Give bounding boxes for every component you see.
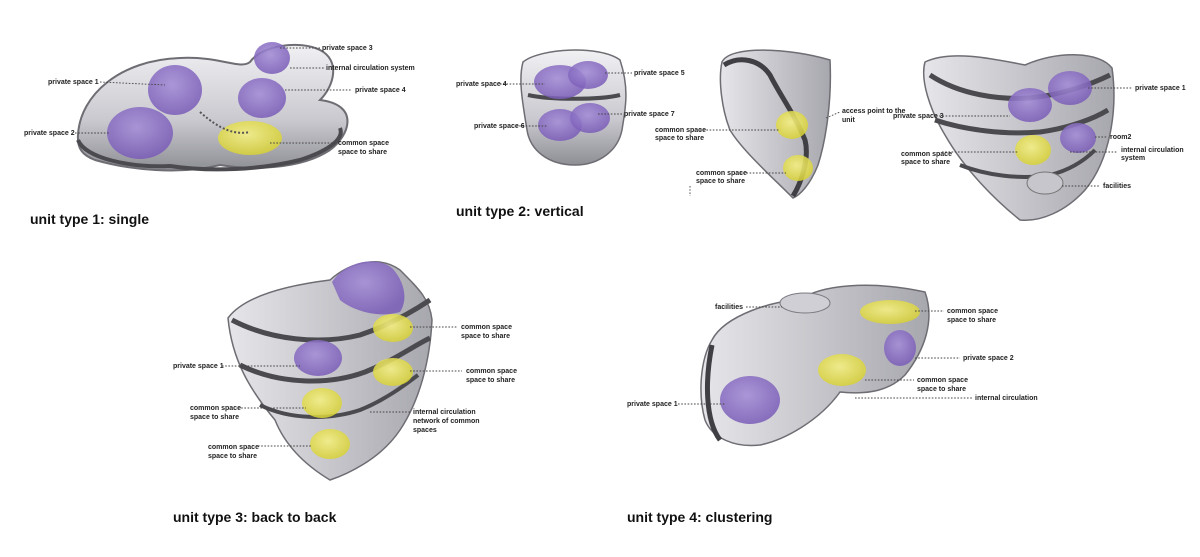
unit2c-private-3-volume: [1008, 88, 1052, 122]
unit4-facilities-volume: [779, 292, 831, 314]
unit4-private-2-volume: [884, 330, 916, 366]
label-private-space-3-2c: private space 3: [893, 113, 944, 120]
label-space-to-share-3b: space to share: [466, 377, 515, 384]
unit1-private-2-volume: [107, 107, 173, 159]
unit2c-slab-2: [934, 107, 1110, 136]
unit2c-labels: private space 1 private space 3 room2 co…: [893, 85, 1186, 190]
label-common-space: common space: [338, 140, 389, 147]
title-unit-type-2: unit type 2: vertical: [456, 203, 584, 219]
unit4-cut-edge: [705, 344, 723, 442]
label-private-space-6: private space 6: [474, 123, 525, 130]
label-network-of-common-3: network of common: [413, 418, 480, 425]
unit2a-private-7-volume: [570, 103, 610, 133]
unit2a-private-5-volume: [568, 61, 608, 89]
unit2c-common-volume: [1015, 135, 1051, 165]
unit3-roof-purple: [332, 261, 405, 315]
unit1-base-edge: [76, 127, 343, 172]
label-common-space-2b1: common space: [655, 127, 706, 134]
label-space-to-share-2b1: space to share: [655, 135, 704, 142]
unit3-common-1-volume: [373, 314, 413, 342]
label-private-space-5: private space 5: [634, 70, 685, 77]
unit2b-model: [719, 49, 832, 199]
title-unit-type-3: unit type 3: back to back: [173, 509, 337, 525]
label-common-space-3d: common space: [208, 444, 259, 451]
unit3-labels: common space space to share common space…: [173, 324, 517, 460]
label-access-point: access point to the: [842, 108, 906, 115]
label-common-space-2b2: common space: [696, 170, 747, 177]
unit4-model: [700, 284, 930, 447]
title-unit-type-1: unit type 1: single: [30, 211, 149, 227]
unit3-common-3-volume: [302, 388, 342, 418]
unit3-common-4-volume: [310, 429, 350, 459]
label-internal-circulation-system-2c: system: [1121, 155, 1145, 162]
label-space-to-share: space to share: [338, 149, 387, 156]
unit1-labels: private space 3 internal circulation sys…: [24, 45, 415, 156]
label-spaces-3: spaces: [413, 427, 437, 434]
label-room2: room2: [1110, 134, 1132, 141]
unit1-private-1-volume: [148, 65, 202, 115]
unit2b-labels: access point to the unit common space sp…: [655, 108, 906, 196]
label-private-space-7: private space 7: [624, 111, 675, 118]
unit3-private-1-volume: [294, 340, 342, 376]
label-private-space-4: private space 4: [355, 87, 406, 94]
unit2a-slab: [527, 93, 621, 101]
label-space-to-share-4a: space to share: [947, 317, 996, 324]
label-private-space-1-3: private space 1: [173, 363, 224, 370]
label-private-space-4b: private space 4: [456, 81, 507, 88]
label-space-to-share-3d: space to share: [208, 453, 257, 460]
unit2a-labels: private space 5 private space 4 private …: [456, 70, 685, 130]
unit2c-facilities-volume: [1026, 171, 1064, 195]
unit2b-common-1-volume: [776, 111, 808, 139]
label-facilities-2c: facilities: [1103, 183, 1131, 190]
unit4-private-1-volume: [720, 376, 780, 424]
label-private-space-1-4: private space 1: [627, 401, 678, 408]
label-common-space-4a: common space: [947, 308, 998, 315]
unit3-slab-3: [259, 373, 420, 419]
label-access-point-unit: unit: [842, 117, 855, 124]
label-private-space-1: private space 1: [48, 79, 99, 86]
label-space-to-share-3a: space to share: [461, 333, 510, 340]
label-common-space-3c: common space: [190, 405, 241, 412]
label-internal-circulation-system: internal circulation system: [326, 65, 415, 72]
label-common-space-4b: common space: [917, 377, 968, 384]
unit3-common-2-volume: [373, 358, 413, 386]
label-private-space-2: private space 2: [24, 130, 75, 137]
label-internal-circulation-3: internal circulation: [413, 409, 476, 416]
label-private-space-3: private space 3: [322, 45, 373, 52]
unit2c-private-1-volume: [1048, 71, 1092, 105]
unit1-private-3-volume: [254, 42, 290, 74]
unit1-common-volume: [218, 121, 282, 155]
label-common-space-3a: common space: [461, 324, 512, 331]
label-space-to-share-4b: space to share: [917, 386, 966, 393]
label-common-space-3b: common space: [466, 368, 517, 375]
unit4-labels: facilities common space space to share p…: [627, 304, 1038, 408]
label-internal-circulation-2c: internal circulation: [1121, 147, 1184, 154]
unit3-model: [227, 261, 433, 481]
unit2a-model: [520, 49, 627, 166]
label-space-to-share-2b2: space to share: [696, 178, 745, 185]
unit2b-common-2-volume: [783, 155, 813, 181]
label-private-space-2-4: private space 2: [963, 355, 1014, 362]
unit3-slab-1: [230, 297, 432, 343]
unit4-common-1-volume: [860, 300, 920, 324]
label-space-to-share-3c: space to share: [190, 414, 239, 421]
unit2c-room2-volume: [1060, 123, 1096, 153]
label-space-to-share-2c: space to share: [901, 159, 950, 166]
label-internal-circulation-4: internal circulation: [975, 395, 1038, 402]
label-private-space-1-2c: private space 1: [1135, 85, 1186, 92]
unit2c-model: [923, 54, 1115, 221]
unit3-slab-2: [238, 335, 432, 384]
unit1-model: [76, 42, 349, 172]
unit1-private-4-volume: [238, 78, 286, 118]
unit1-circulation-path: [199, 111, 251, 134]
label-facilities-4: facilities: [715, 304, 743, 311]
unit4-common-2-volume: [818, 354, 866, 386]
label-common-space-2c: common space: [901, 151, 952, 158]
title-unit-type-4: unit type 4: clustering: [627, 509, 772, 525]
